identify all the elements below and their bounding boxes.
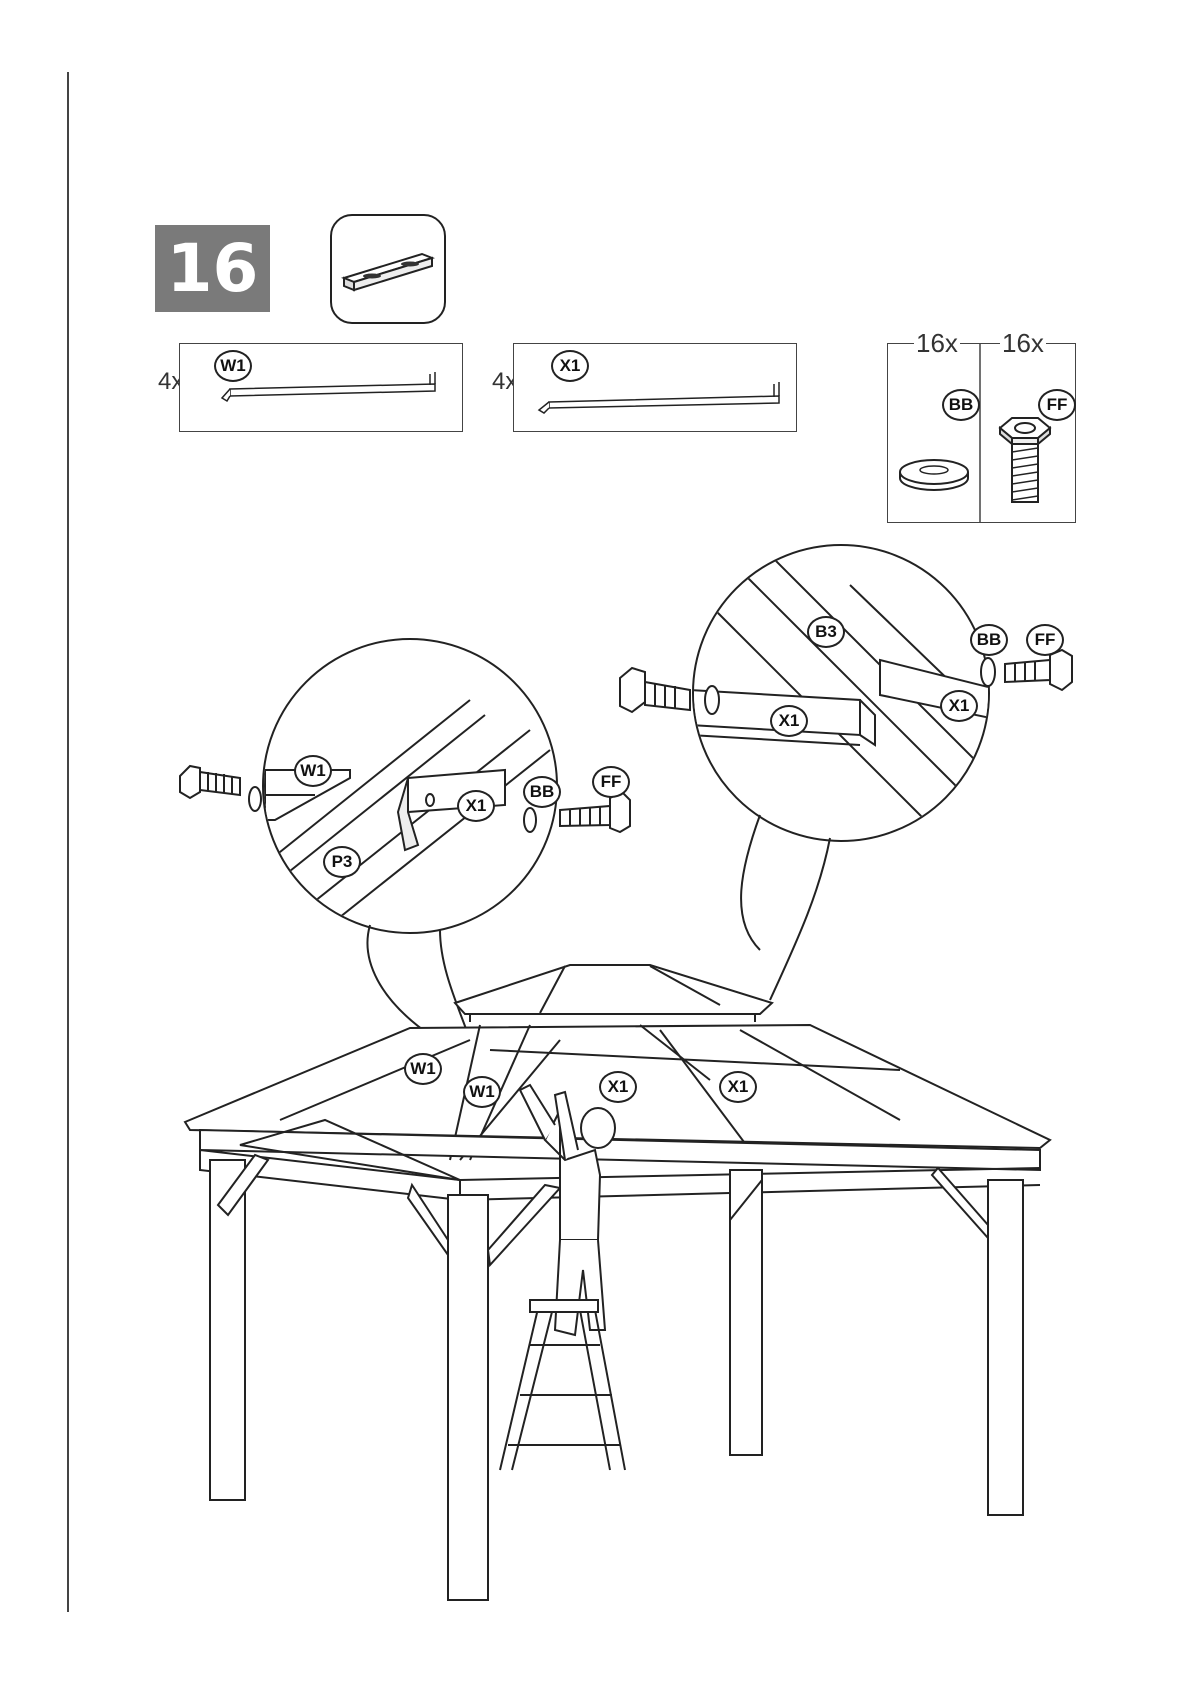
detail-left-bolt-left [180, 766, 261, 811]
detail-right-x1-tag-right: X1 [940, 690, 978, 722]
detail-right-ff-tag: FF [1026, 624, 1064, 656]
detail-left-bb-tag: BB [523, 776, 561, 808]
detail-right-bolt-right [981, 650, 1072, 690]
detail-left-p3-tag: P3 [323, 846, 361, 878]
detail-left-ff-tag: FF [592, 766, 630, 798]
main-w1-tag-left: W1 [404, 1053, 442, 1085]
detail-right-bb-tag: BB [970, 624, 1008, 656]
main-x1-tag-right: X1 [719, 1071, 757, 1103]
main-w1-tag-right: W1 [463, 1076, 501, 1108]
detail-left-w1-tag: W1 [294, 755, 332, 787]
detail-left-x1-tag: X1 [457, 790, 495, 822]
main-x1-tag-left: X1 [599, 1071, 637, 1103]
detail-right-x1-tag-left: X1 [770, 705, 808, 737]
detail-right-b3-tag: B3 [807, 616, 845, 648]
